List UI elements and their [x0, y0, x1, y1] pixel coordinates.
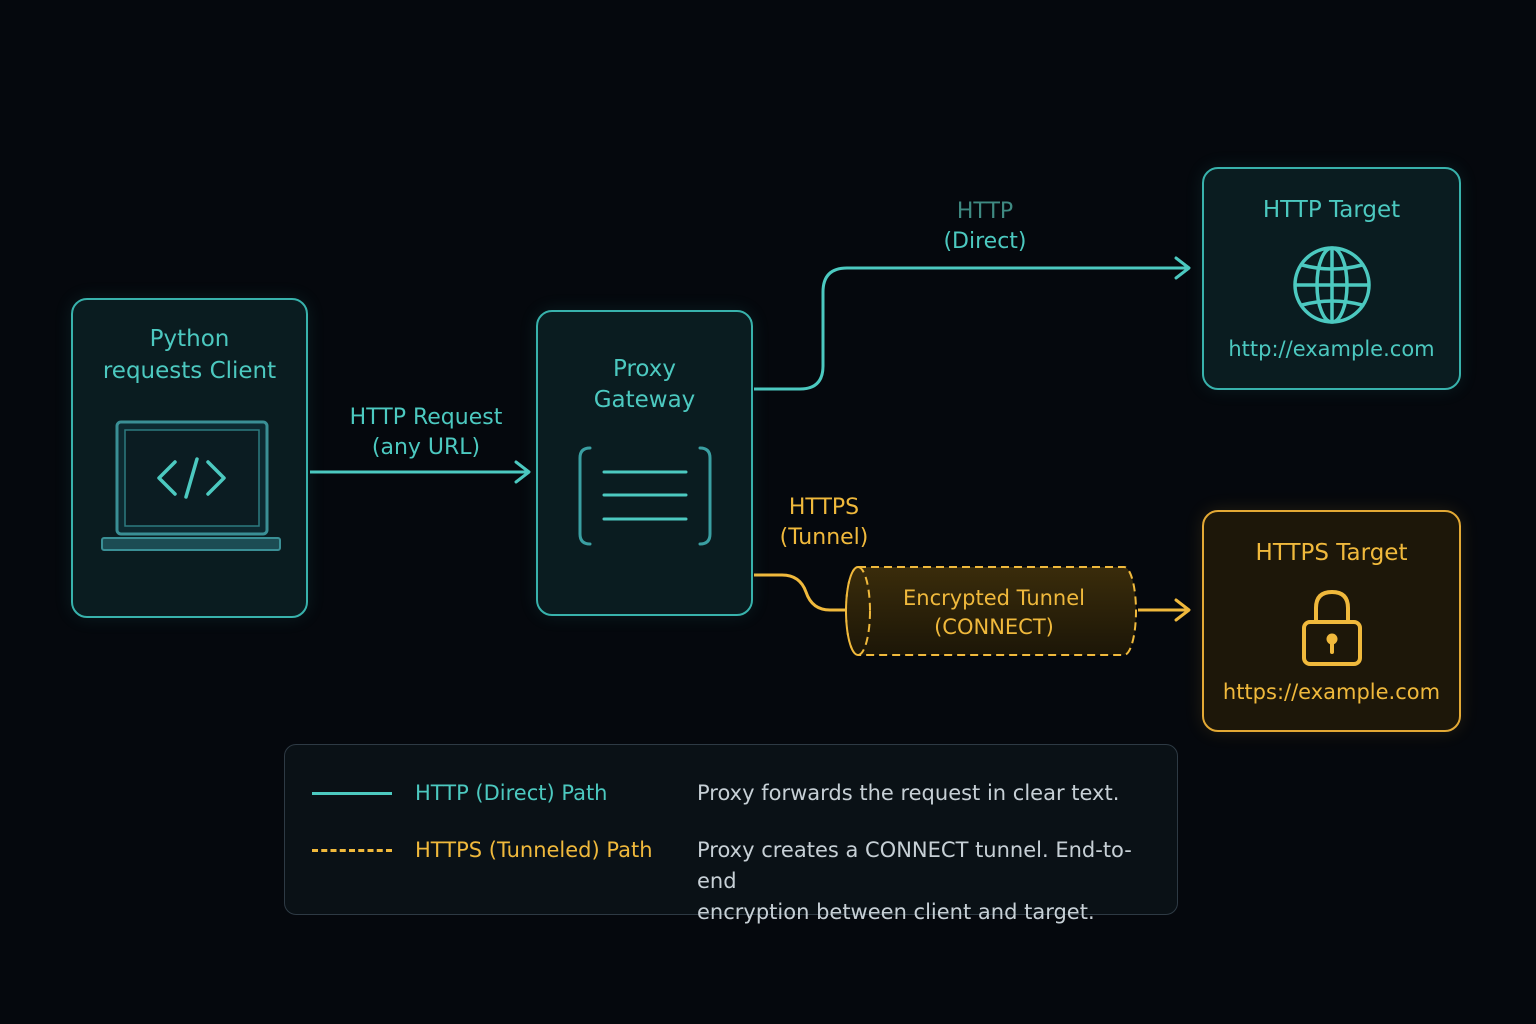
https-target-arrowhead [1174, 598, 1191, 622]
legend-http-desc: Proxy forwards the request in clear text… [697, 781, 1120, 805]
request-arrowhead [514, 460, 531, 484]
legend-https-desc-line2: encryption between client and target. [697, 900, 1095, 924]
tunnel-label-line1: Encrypted Tunnel [903, 586, 1085, 610]
https-target-url: https://example.com [1222, 680, 1441, 704]
legend-https-label: HTTPS (Tunneled) Path [415, 838, 653, 862]
request-label: HTTP Request (any URL) [316, 403, 536, 463]
https-tunnel-label-line2: (Tunnel) [779, 525, 869, 550]
https-tunnel-label-line1: HTTPS [788, 495, 860, 520]
https-target-node: HTTPS Target https://example.com [1202, 510, 1461, 732]
legend-https-desc-line1: Proxy creates a CONNECT tunnel. End-to-e… [697, 838, 1132, 893]
https-target-title: HTTPS Target [1255, 540, 1408, 566]
client-node: Python requests Client [71, 298, 308, 618]
proxy-title-line1: Proxy [612, 356, 676, 382]
legend-https-swatch [312, 849, 392, 852]
http-direct-label-line1: HTTP [956, 199, 1014, 224]
tunnel-label-line2: (CONNECT) [934, 615, 1054, 639]
request-label-line1: HTTP Request [349, 405, 503, 430]
http-direct-label: HTTP (Direct) [895, 197, 1075, 257]
http-direct-path [754, 266, 1188, 391]
tunnel-label: Encrypted Tunnel (CONNECT) [848, 584, 1140, 642]
https-tunnel-path [754, 573, 848, 612]
globe-icon [1293, 246, 1371, 324]
laptop-code-icon [101, 420, 281, 551]
http-target-title: HTTP Target [1262, 197, 1401, 223]
http-direct-arrowhead [1174, 256, 1191, 280]
request-label-line2: (any URL) [371, 435, 481, 460]
legend-https-desc: Proxy creates a CONNECT tunnel. End-to-e… [697, 835, 1167, 928]
padlock-icon [1302, 589, 1362, 666]
client-title-line1: Python [149, 326, 230, 352]
proxy-node: Proxy Gateway [536, 310, 753, 616]
legend: HTTP (Direct) Path Proxy forwards the re… [284, 744, 1178, 924]
http-target-url: http://example.com [1228, 337, 1435, 361]
legend-http-label: HTTP (Direct) Path [415, 781, 608, 805]
encrypted-tunnel [845, 566, 1137, 656]
https-tunnel-label: HTTPS (Tunnel) [744, 493, 904, 553]
legend-http-swatch [312, 792, 392, 795]
http-target-node: HTTP Target http://example.com [1202, 167, 1461, 390]
proxy-title-line2: Gateway [593, 387, 696, 413]
server-list-icon [578, 446, 712, 546]
http-direct-label-line2: (Direct) [943, 229, 1027, 254]
client-title-line2: requests Client [102, 358, 277, 384]
